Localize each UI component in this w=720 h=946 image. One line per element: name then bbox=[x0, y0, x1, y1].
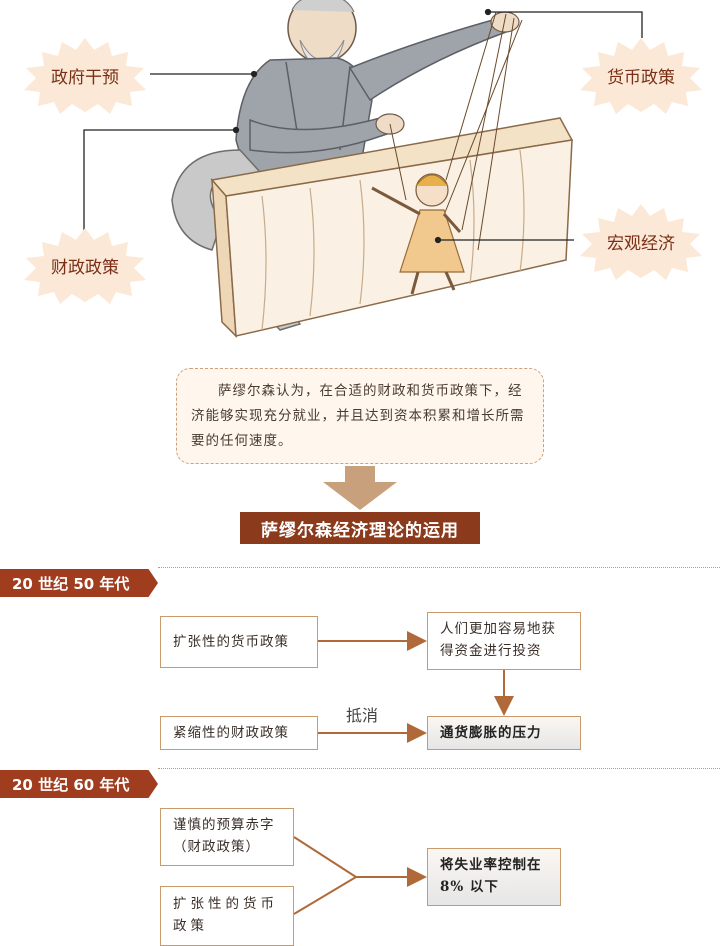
main-title: 萨缪尔森经济理论的运用 bbox=[240, 512, 480, 544]
box-expansionary-monetary-1960s: 扩张性的货币政策 bbox=[160, 886, 294, 946]
box-inflation-pressure: 通货膨胀的压力 bbox=[427, 716, 581, 750]
label-macro-economy: 宏观经济 bbox=[576, 202, 706, 280]
puppet-strings bbox=[389, 11, 523, 251]
section-divider bbox=[158, 567, 720, 568]
puppet-girl bbox=[371, 173, 465, 295]
puppet-master-illustration: 政府干预 货币政策 财政政策 宏观经济 bbox=[0, 0, 720, 350]
label-fiscal-policy: 财政政策 bbox=[20, 226, 150, 304]
box-contractionary-fiscal: 紧缩性的财政政策 bbox=[160, 716, 318, 750]
quote-text: 萨缪尔森认为，在合适的财政和货币政策下，经济能够实现充分就业，并且达到资本积累和… bbox=[191, 383, 525, 449]
box-unemployment-control: 将失业率控制在 8% 以下 bbox=[427, 848, 561, 906]
leader-lines bbox=[83, 8, 643, 244]
offset-label: 抵消 bbox=[346, 706, 379, 725]
box-prudent-budget-deficit: 谨慎的预算赤字（财政政策） bbox=[160, 808, 294, 866]
section-divider bbox=[158, 768, 720, 769]
box-expansionary-monetary-1950s: 扩张性的货币政策 bbox=[160, 616, 318, 668]
label-monetary-policy: 货币政策 bbox=[576, 36, 706, 114]
box-easier-funds: 人们更加容易地获得资金进行投资 bbox=[427, 612, 581, 670]
puppet-theatre bbox=[210, 117, 574, 338]
section-tag-1950s: 20 世纪 50 年代 bbox=[0, 569, 158, 597]
section-tag-1960s: 20 世纪 60 年代 bbox=[0, 770, 158, 798]
quote-box: 萨缪尔森认为，在合适的财政和货币政策下，经济能够实现充分就业，并且达到资本积累和… bbox=[176, 368, 544, 464]
label-government-intervention: 政府干预 bbox=[20, 36, 150, 114]
down-arrow-icon bbox=[323, 466, 397, 510]
